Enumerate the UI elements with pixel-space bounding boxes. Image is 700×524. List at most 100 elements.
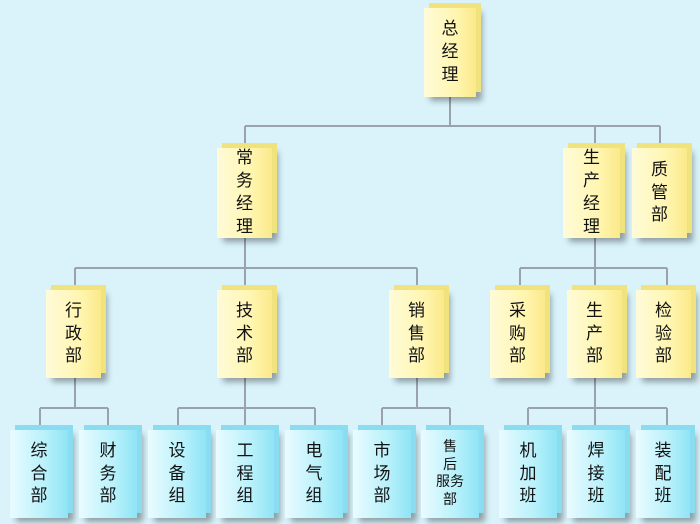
node-purchase-dept: 采 购 部: [490, 290, 545, 378]
label-char: 班: [654, 486, 672, 507]
label-char: 生: [586, 300, 603, 321]
label-char: 部: [509, 346, 526, 367]
node-sales-dept: 销 售 部: [389, 290, 444, 378]
label-char: 售: [408, 323, 425, 344]
label-char: 部: [99, 486, 117, 507]
label-char: 务: [99, 463, 117, 484]
node-machining-team: 机 加 班: [499, 430, 557, 518]
label-char: 部: [443, 491, 457, 508]
node-quality-dept: 质 管 部: [632, 148, 687, 238]
label-char: 加: [519, 463, 537, 484]
node-aftersales-dept: 售 后 服务 部: [421, 430, 479, 518]
node-market-dept: 市 场 部: [353, 430, 411, 518]
line-ceo-to-managers: [244, 97, 661, 148]
label-char: 程: [236, 463, 254, 484]
node-finance-label: 财 务 部: [100, 440, 117, 509]
label-char: 理: [236, 216, 253, 237]
node-general-manager: 总 经 理: [424, 8, 476, 97]
label-char: 产: [586, 323, 603, 344]
label-char: 市: [373, 440, 391, 461]
label-char: 接: [587, 463, 605, 484]
label-char: 综: [30, 440, 48, 461]
node-tech-dept: 技 术 部: [217, 290, 272, 378]
label-char: 合: [30, 463, 48, 484]
label-char: 气: [305, 463, 323, 484]
node-aftersales-dept-label: 售 后 服务 部: [436, 439, 464, 509]
line-sales-to-units: [381, 378, 451, 430]
node-assembly-team-label: 装 配 班: [655, 440, 672, 509]
label-char: 部: [655, 346, 672, 367]
label-char: 组: [168, 486, 186, 507]
label-char: 部: [236, 346, 253, 367]
label-char: 政: [65, 323, 82, 344]
label-char: 机: [519, 440, 537, 461]
label-char: 常: [236, 148, 253, 169]
label-char: 总: [441, 19, 459, 40]
label-char: 装: [654, 440, 672, 461]
node-production-dept: 生 产 部: [567, 290, 622, 378]
node-general-affairs: 综 合 部: [10, 430, 68, 518]
node-production-dept-label: 生 产 部: [586, 300, 603, 369]
node-market-dept-label: 市 场 部: [374, 440, 391, 509]
label-char: 生: [583, 148, 600, 169]
node-admin-dept-label: 行 政 部: [65, 300, 82, 369]
line-production-to-teams: [527, 378, 668, 430]
node-electrical-group: 电 气 组: [285, 430, 343, 518]
node-engineering-group-label: 工 程 组: [237, 440, 254, 509]
node-finance: 财 务 部: [79, 430, 137, 518]
node-tech-dept-label: 技 术 部: [236, 300, 253, 369]
label-char: 班: [587, 486, 605, 507]
label-char: 经: [583, 194, 600, 214]
label-char: 术: [236, 323, 253, 344]
label-char: 理: [441, 64, 459, 85]
label-char: 部: [373, 486, 391, 507]
node-production-manager: 生 产 经 理: [563, 148, 620, 238]
node-admin-dept: 行 政 部: [46, 290, 101, 378]
label-char: 务: [236, 171, 253, 192]
label-char: 部: [651, 205, 668, 226]
node-production-manager-label: 生 产 经 理: [583, 147, 600, 239]
node-executive-manager-label: 常 务 经 理: [236, 147, 253, 239]
label-char: 理: [583, 216, 600, 237]
label-char: 财: [99, 440, 117, 461]
label-char: 电: [305, 440, 323, 461]
node-executive-manager: 常 务 经 理: [217, 148, 272, 238]
label-char: 管: [651, 182, 668, 203]
node-inspection-dept: 检 验 部: [636, 290, 691, 378]
label-char: 焊: [587, 440, 605, 461]
label-char: 部: [30, 486, 48, 507]
node-engineering-group: 工 程 组: [216, 430, 274, 518]
line-prodmgr-to-depts: [519, 238, 668, 290]
label-char: 备: [168, 463, 186, 484]
line-tech-to-groups: [177, 378, 316, 430]
node-electrical-group-label: 电 气 组: [306, 440, 323, 509]
node-general-affairs-label: 综 合 部: [31, 440, 48, 509]
label-char: 购: [509, 323, 526, 344]
label-char: 行: [65, 300, 82, 321]
label-char: 组: [236, 486, 254, 507]
node-machining-team-label: 机 加 班: [520, 440, 537, 509]
label-char: 工: [236, 440, 254, 461]
label-char: 组: [305, 486, 323, 507]
label-char: 设: [168, 440, 186, 461]
label-char: 销: [408, 300, 425, 321]
label-char: 采: [509, 300, 526, 321]
node-welding-team-label: 焊 接 班: [588, 440, 605, 509]
label-char: 部: [586, 346, 603, 367]
label-char: 部: [65, 346, 82, 367]
line-admin-to-groups: [39, 378, 109, 430]
label-char: 场: [373, 463, 391, 484]
node-inspection-dept-label: 检 验 部: [655, 300, 672, 369]
label-char: 班: [519, 486, 537, 507]
node-sales-dept-label: 销 售 部: [408, 300, 425, 369]
label-char: 服务: [436, 474, 464, 490]
node-equipment-group: 设 备 组: [148, 430, 206, 518]
node-general-manager-label: 总 经 理: [442, 18, 459, 87]
label-char: 经: [236, 194, 253, 214]
node-purchase-dept-label: 采 购 部: [509, 300, 526, 369]
label-char: 后: [443, 456, 457, 473]
node-assembly-team: 装 配 班: [636, 430, 690, 518]
line-deputy-to-depts: [74, 238, 418, 290]
label-char: 检: [655, 300, 672, 321]
